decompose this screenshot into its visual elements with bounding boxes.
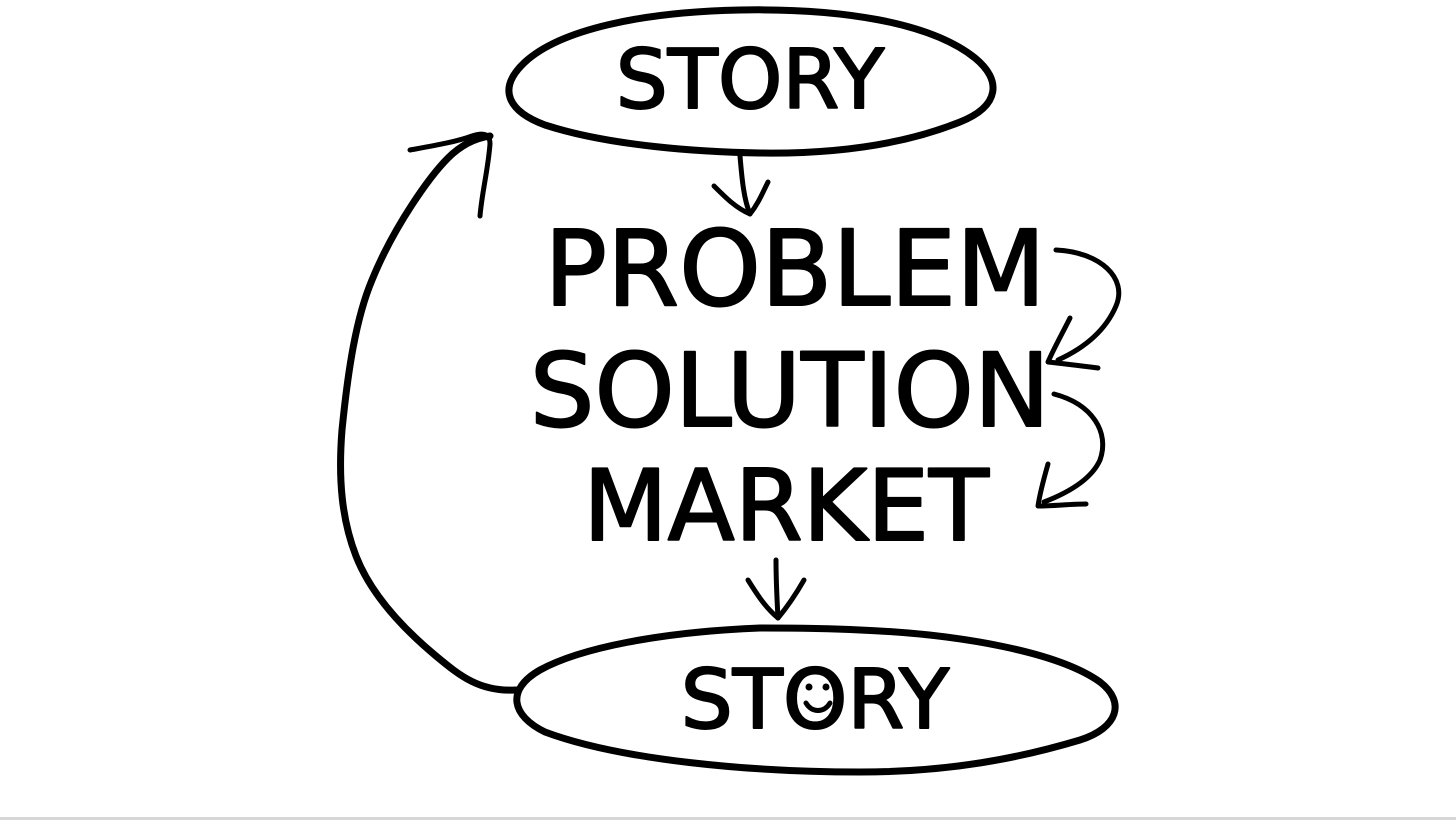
arrow-solution-to-market-head	[1035, 461, 1089, 509]
problem-label: PROBLEM	[544, 208, 1046, 330]
bottom-divider	[0, 817, 1456, 820]
smiley-left-eye	[805, 683, 813, 691]
top-story-label: STORY	[616, 33, 885, 128]
top-story-ellipse	[505, 6, 997, 157]
smiley-right-eye	[822, 683, 830, 691]
arrow-story-loop-back	[337, 132, 520, 694]
bottom-story-label: STORY	[681, 653, 950, 748]
arrow-story-to-problem-head	[711, 179, 771, 217]
arrow-solution-to-market	[1041, 391, 1106, 505]
arrow-market-to-story-head	[745, 577, 807, 621]
smiley-mouth	[803, 700, 833, 713]
arrow-story-loop-back-head	[407, 131, 493, 219]
bottom-story-ellipse	[513, 624, 1119, 776]
solution-label: SOLUTION	[530, 332, 1050, 451]
arrow-market-to-story	[773, 557, 781, 621]
arrow-problem-to-solution	[1053, 247, 1122, 363]
arrow-story-to-problem	[737, 153, 753, 217]
arrow-problem-to-solution-head	[1045, 315, 1101, 371]
market-label: MARKET	[583, 450, 990, 564]
